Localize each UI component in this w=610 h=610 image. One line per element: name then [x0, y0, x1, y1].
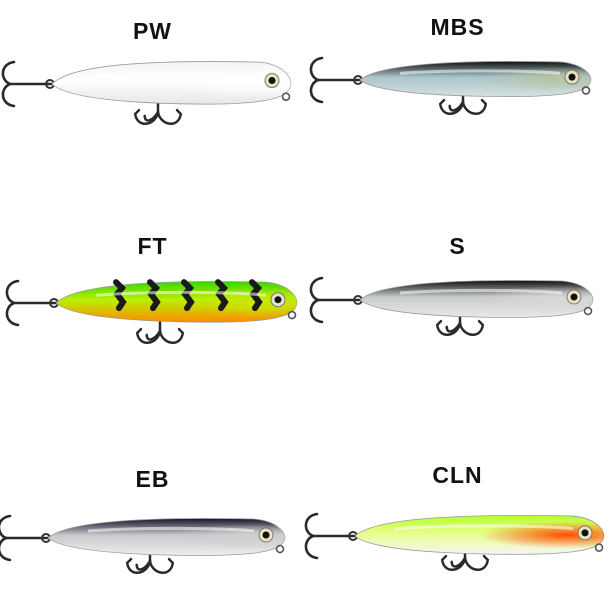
body-sheen: [95, 290, 267, 297]
lure-code-label: FT: [137, 233, 168, 259]
lure-eye-pupil: [262, 531, 270, 539]
body-sheen: [399, 288, 563, 295]
body-sheen: [399, 69, 561, 75]
lure-image: [309, 56, 592, 115]
lure-head-tint: [360, 61, 591, 97]
lure-eye-pupil: [570, 293, 578, 301]
lure-card-ft: FT: [0, 203, 305, 406]
lure-head-tint: [355, 515, 604, 555]
lure-eye-pupil: [268, 77, 276, 85]
lure-image: [0, 514, 286, 574]
tail-treble-hook: [309, 56, 363, 104]
lure-head-tint: [48, 518, 285, 556]
lure-card-eb: EB: [0, 406, 305, 609]
tiger-stripe: [181, 279, 195, 312]
line-tie: [583, 306, 593, 316]
lure-eye-pupil: [274, 296, 282, 304]
lure-image: [309, 276, 594, 336]
lure-card-mbs: MBS: [305, 0, 610, 203]
line-tie: [594, 543, 604, 552]
tail-treble-hook: [5, 279, 59, 327]
lure-card-pw: PW: [0, 0, 305, 203]
lure-head-tint: [360, 280, 593, 318]
tail-treble-hook: [1, 60, 55, 108]
line-tie: [581, 86, 591, 95]
line-tie: [275, 544, 285, 554]
lure-head-tint: [52, 61, 291, 105]
lure-image: [304, 512, 605, 571]
body-sheen: [91, 71, 261, 78]
lure-code-label: PW: [132, 18, 173, 44]
tail-treble-hook: [309, 276, 363, 324]
lure-code-label: EB: [135, 466, 170, 492]
tail-treble-hook: [304, 512, 358, 560]
lure-code-label: S: [449, 233, 466, 259]
body-sheen: [394, 524, 574, 531]
lure-code-label: MBS: [430, 14, 485, 40]
lure-eye-pupil: [581, 529, 589, 537]
tail-treble-hook: [0, 514, 51, 562]
lure-image: [1, 60, 292, 125]
line-tie: [287, 310, 297, 320]
body-sheen: [87, 526, 255, 533]
lure-card-cln: CLN: [304, 406, 610, 609]
lure-eye-pupil: [568, 73, 576, 81]
lure-image: [5, 279, 298, 344]
lure-card-s: S: [305, 203, 610, 406]
line-tie: [281, 92, 291, 101]
lure-code-label: CLN: [432, 462, 483, 488]
